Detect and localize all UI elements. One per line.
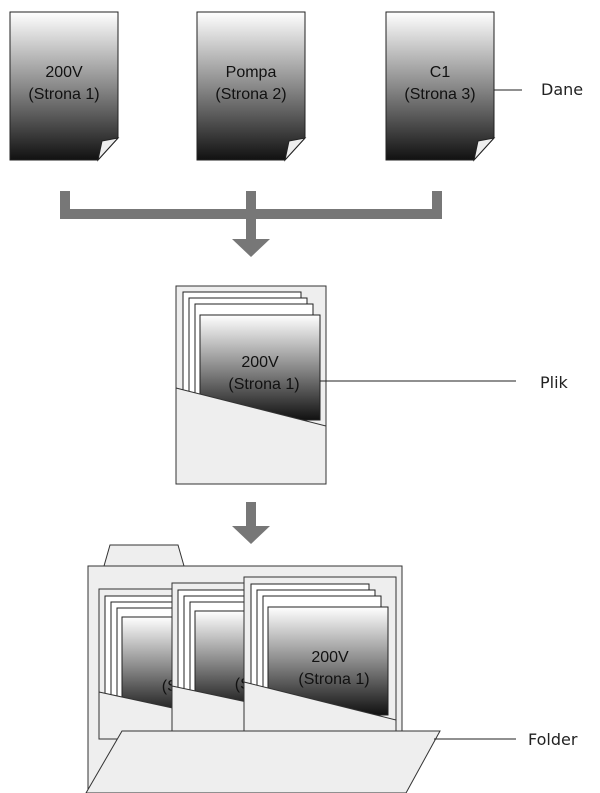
- data-page-2: Pompa (Strona 2): [196, 11, 307, 162]
- folder: 2 (St 2 (St 200V (Strona 1): [85, 544, 441, 793]
- folder-tab: [103, 544, 185, 567]
- data-page-1: 200V (Strona 1): [9, 11, 120, 162]
- folder-file-1-subtitle: (St: [162, 678, 183, 695]
- folder-file-2-subtitle: (St: [235, 676, 256, 693]
- data-label: Dane: [541, 80, 583, 99]
- data-page-1-title: 200V: [45, 64, 83, 81]
- down-arrow-icon: [232, 239, 270, 257]
- folder-file-3: 200V (Strona 1): [243, 576, 397, 740]
- data-page-3: C1 (Strona 3): [385, 11, 496, 162]
- file-label: Plik: [540, 373, 569, 392]
- folder-file-3-title: 200V: [311, 649, 349, 666]
- file-pocket: 200V (Strona 1): [175, 285, 327, 485]
- file-doc-title: 200V: [241, 354, 279, 371]
- folder-file-3-subtitle: (Strona 1): [298, 671, 369, 688]
- data-page-3-subtitle: (Strona 3): [404, 86, 475, 103]
- data-page-2-title: Pompa: [226, 64, 277, 81]
- data-page-2-subtitle: (Strona 2): [215, 86, 286, 103]
- down-arrow-icon: [232, 526, 270, 544]
- data-page-3-title: C1: [430, 64, 451, 81]
- file-doc-subtitle: (Strona 1): [228, 376, 299, 393]
- merge-connector: [60, 191, 442, 239]
- folder-front-flap: [85, 730, 441, 793]
- folder-label: Folder: [528, 730, 578, 749]
- arrow-stem: [246, 502, 256, 526]
- data-page-1-subtitle: (Strona 1): [28, 86, 99, 103]
